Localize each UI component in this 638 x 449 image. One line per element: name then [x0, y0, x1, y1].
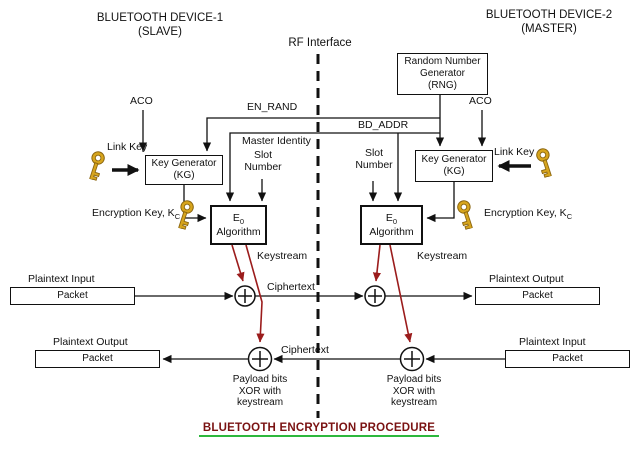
kg-line1: Key Generator	[151, 158, 217, 169]
diagram-title-text: BLUETOOTH ENCRYPTION PROCEDURE	[198, 422, 440, 437]
rng-line1: Random Number	[404, 56, 481, 67]
e0-algorithm-box-master: E0 Algorithm	[360, 205, 423, 245]
bd-addr-label: BD_ADDR	[358, 119, 409, 131]
xor-encrypt-slave	[234, 285, 256, 307]
rng-line3: (RNG)	[428, 80, 457, 91]
xor-encrypt-master	[399, 346, 425, 372]
device2-role: (MASTER)	[521, 23, 577, 35]
device1-role: (SLAVE)	[138, 26, 182, 38]
keystream-arrow-slave-upper	[231, 244, 245, 282]
kg-line2: (KG)	[173, 170, 195, 181]
e0-word: Algorithm	[369, 225, 414, 238]
encryption-key-icon-master	[449, 196, 485, 237]
key-generator-box-slave: Key Generator (KG)	[145, 155, 223, 185]
kg-line1: Key Generator	[421, 154, 487, 165]
kg-line2: (KG)	[443, 166, 465, 177]
plaintext-input-label-upper: Plaintext Input	[28, 273, 95, 285]
device1-title: BLUETOOTH DEVICE-1	[96, 12, 224, 24]
encryption-key-icon-slave	[166, 196, 202, 237]
plaintext-output-label-lower: Plaintext Output	[53, 336, 128, 348]
rng-box: Random Number Generator (RNG)	[397, 53, 488, 95]
xor-decrypt-slave	[247, 346, 273, 372]
ciphertext-label-upper: Ciphertext	[267, 281, 315, 293]
encryption-key-label-master: Encryption Key, KC	[484, 207, 573, 222]
keystream-label-slave: Keystream	[257, 250, 308, 262]
plaintext-output-label-upper: Plaintext Output	[489, 273, 564, 285]
packet-box-plaintext-input-master: Packet	[505, 350, 630, 368]
e0-symbol: E0	[385, 211, 398, 226]
e0-symbol: E0	[232, 211, 245, 226]
encryption-key-label-slave: Encryption Key, KC	[92, 207, 181, 222]
keystream-arrow-master-upper	[372, 244, 382, 282]
packet-box-plaintext-output-slave: Packet	[35, 350, 160, 368]
keystream-label-master: Keystream	[417, 250, 468, 262]
packet-label: Packet	[57, 290, 88, 301]
key-generator-box-master: Key Generator (KG)	[415, 150, 493, 182]
packet-box-plaintext-output-master: Packet	[475, 287, 600, 305]
en-rand-label: EN_RAND	[247, 101, 298, 113]
plaintext-input-label-lower: Plaintext Input	[519, 336, 586, 348]
device2-title: BLUETOOTH DEVICE-2	[485, 9, 613, 21]
link-key-icon-slave	[77, 147, 113, 188]
aco-label-master: ACO	[469, 95, 492, 107]
e0-algorithm-box-slave: E0 Algorithm	[210, 205, 267, 245]
diagram-title: BLUETOOTH ENCRYPTION PROCEDURE	[0, 418, 638, 437]
packet-label: Packet	[552, 353, 583, 364]
link-key-label-master: Link Key	[494, 146, 535, 158]
e0-word: Algorithm	[216, 225, 261, 238]
packet-label: Packet	[522, 290, 553, 301]
packet-box-plaintext-input-slave: Packet	[10, 287, 135, 305]
keystream-arrow-master-lower	[389, 244, 413, 343]
packet-label: Packet	[82, 353, 113, 364]
master-identity-label: Master Identity	[242, 135, 311, 147]
arrow-kc-right	[426, 182, 455, 223]
link-key-label-slave: Link Key	[107, 141, 148, 153]
aco-label-slave: ACO	[130, 95, 153, 107]
rf-interface-label: RF Interface	[288, 37, 352, 49]
xor-decrypt-master	[364, 285, 386, 307]
rng-line2: Generator	[419, 68, 466, 79]
link-key-icon-master	[528, 144, 564, 185]
ciphertext-label-lower: Ciphertext	[281, 344, 329, 356]
